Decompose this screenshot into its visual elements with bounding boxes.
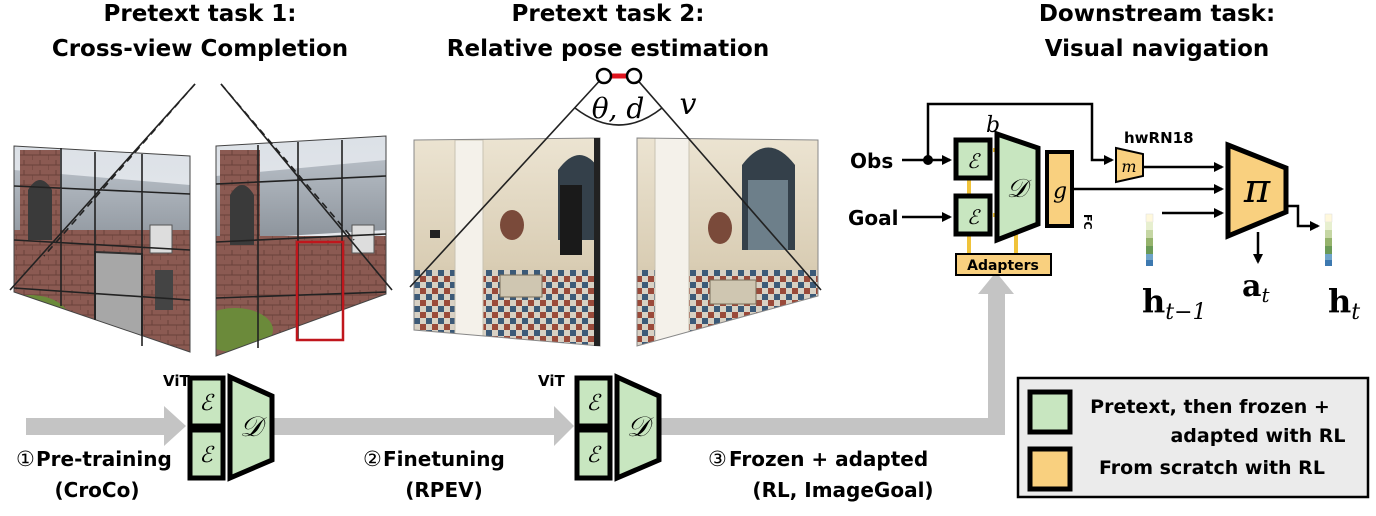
encoder-1b (187, 427, 226, 481)
pose-label-v: v (680, 87, 697, 122)
nav-encoder-obs (953, 137, 993, 181)
pose-label-theta-d: θ, d (592, 92, 645, 125)
legend-item-1-line2: adapted with RL (1170, 425, 1345, 447)
stage-3-line1: Frozen + adapted (729, 447, 928, 471)
adapters-box[interactable] (955, 253, 1052, 276)
hidden-next-label: ht (1328, 282, 1360, 325)
encoder-2a-symbol: ℰ (586, 391, 602, 416)
stage-3-number: ③ (708, 447, 727, 471)
navigation-architecture: Obs Goal ℰ ℰ 𝒟 b g FC Adapters m hwRN18 … (848, 102, 1360, 325)
stage-2-line2: (RPEV) (405, 478, 482, 502)
legend: Pretext, then frozen + adapted with RL F… (1016, 376, 1370, 499)
g-label: g (1053, 179, 1067, 204)
vit-label-1: ViT (163, 372, 190, 390)
legend-swatch-green (1027, 389, 1073, 435)
downstream-title-line1: Downstream task: (1039, 1, 1275, 27)
pretext1-title-line2: Cross-view Completion (52, 36, 348, 62)
legend-swatch-orange (1027, 446, 1073, 492)
fc-block-g (1045, 150, 1074, 228)
decoder-1 (227, 373, 275, 482)
camera-1-center (595, 67, 613, 85)
croco-view-lines (9, 83, 393, 291)
stage-label-downstream: ③ Frozen + adapted (RL, ImageGoal) (708, 447, 934, 502)
nav-encoder-goal-symbol: ℰ (967, 205, 981, 229)
goal-label: Goal (848, 206, 899, 230)
stage-label-finetuning: ② Finetuning (RPEV) (363, 447, 505, 502)
legend-item-2-line1: From scratch with RL (1099, 457, 1325, 479)
action-label: at (1242, 269, 1270, 307)
hidden-state-next-bar (1324, 213, 1333, 266)
vit-model-finetuning: ViT ℰ ℰ 𝒟 (538, 372, 662, 482)
obs-label: Obs (850, 149, 893, 173)
m-label: m (1121, 157, 1136, 176)
pretext2-title-line2: Relative pose estimation (447, 36, 769, 62)
nav-decoder (994, 130, 1041, 244)
flow-arrow-pretraining (26, 406, 186, 446)
hidden-state-prev-bar (1145, 213, 1154, 266)
vit-label-2: ViT (538, 372, 565, 390)
pose-view-lines (409, 75, 822, 291)
encoder-2b (574, 427, 613, 481)
encoder-1a (187, 375, 226, 429)
nav-encoder-goal (953, 193, 993, 237)
flow-arrow-downstream (660, 272, 1014, 435)
stage-2-line1: Finetuning (383, 447, 505, 471)
b-label: b (986, 113, 1000, 138)
legend-item-1-line1: Pretext, then frozen + (1090, 396, 1330, 418)
croco-view-2 (215, 135, 387, 357)
stage-1-number: ① (16, 447, 35, 471)
stage-label-pretraining: ① Pre-training (CroCo) (16, 447, 172, 502)
downstream-title-line2: Visual navigation (1045, 36, 1270, 62)
flow-arrow-finetuning (272, 406, 574, 446)
hwrn18-block (1115, 146, 1144, 184)
encoder-2b-symbol: ℰ (586, 443, 602, 468)
nav-encoder-obs-symbol: ℰ (967, 149, 981, 173)
pose-view-2 (636, 137, 819, 347)
stage-1-line1: Pre-training (36, 447, 172, 471)
pose-view-1 (413, 137, 601, 347)
stage-1-line2: (CroCo) (55, 478, 140, 502)
fc-label: FC (1081, 214, 1094, 230)
pi-label: π (1243, 166, 1271, 212)
encoder-2a (574, 375, 613, 429)
stage-3-line2: (RL, ImageGoal) (752, 478, 933, 502)
stage-2-number: ② (363, 447, 382, 471)
legend-box (1016, 376, 1370, 499)
encoder-1b-symbol: ℰ (199, 443, 215, 468)
croco-view-1 (13, 145, 191, 353)
policy-pi (1225, 141, 1289, 240)
masked-patch-highlight (295, 240, 345, 342)
pretext2-title-line1: Pretext task 2: (512, 1, 705, 27)
hwrn18-label: hwRN18 (1124, 129, 1194, 147)
adapters-label: Adapters (967, 258, 1039, 274)
camera-2-center (625, 67, 643, 85)
vit-model-pretraining: ViT ℰ ℰ 𝒟 (163, 372, 275, 482)
pretext1-title-line1: Pretext task 1: (104, 1, 297, 27)
decoder-2 (614, 373, 662, 482)
hidden-prev-label: ht−1 (1142, 282, 1207, 325)
encoder-1a-symbol: ℰ (199, 391, 215, 416)
